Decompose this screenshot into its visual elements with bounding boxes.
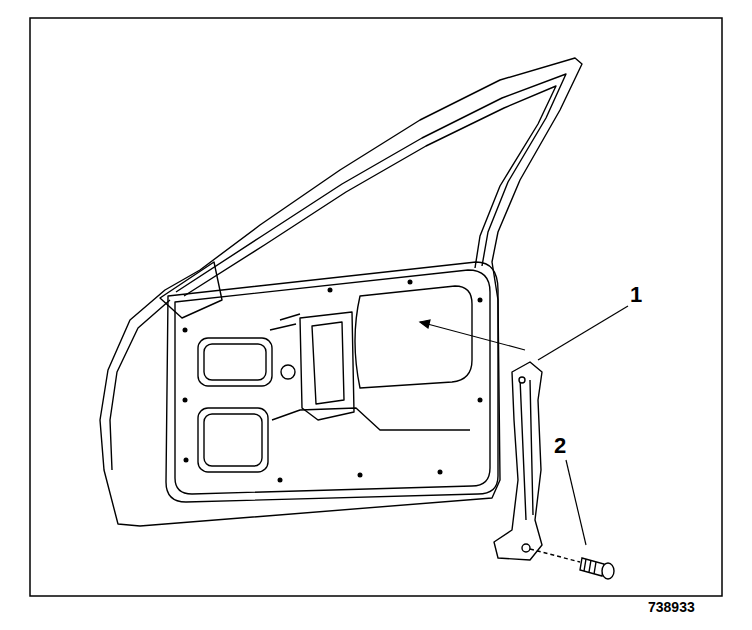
mirror-mount bbox=[160, 262, 222, 318]
frame-border bbox=[30, 18, 722, 596]
bracket bbox=[494, 362, 542, 560]
callout-number: 1 bbox=[630, 284, 642, 306]
bolt-shaft bbox=[580, 558, 604, 576]
hole bbox=[278, 478, 283, 483]
large-access-hole bbox=[355, 286, 472, 388]
window-frame-inner bbox=[184, 86, 556, 296]
hole bbox=[328, 288, 333, 293]
door-shell bbox=[100, 58, 582, 526]
callout-number: 2 bbox=[554, 435, 566, 457]
access-hole bbox=[198, 338, 272, 386]
leader-line bbox=[566, 460, 586, 545]
access-hole-rim bbox=[204, 344, 266, 380]
regulator-pivot bbox=[281, 365, 295, 379]
regulator-rail bbox=[312, 322, 344, 404]
bracket-rib bbox=[520, 378, 533, 520]
bolt-thread bbox=[584, 559, 596, 574]
bracket-body bbox=[494, 362, 542, 560]
door-outline bbox=[100, 58, 582, 526]
door-edge-line bbox=[110, 300, 170, 470]
hole bbox=[478, 398, 483, 403]
hole bbox=[183, 328, 188, 333]
access-hole bbox=[198, 408, 268, 472]
panel-stamping bbox=[272, 408, 470, 430]
hole bbox=[478, 298, 483, 303]
panel-holes bbox=[183, 280, 483, 483]
bolt bbox=[530, 549, 614, 579]
bolt-head bbox=[602, 563, 614, 579]
hole bbox=[408, 280, 413, 285]
hole bbox=[184, 458, 189, 463]
arrowhead bbox=[420, 320, 430, 328]
hole bbox=[183, 398, 188, 403]
window-regulator bbox=[300, 312, 354, 420]
panel-stamping bbox=[270, 314, 300, 330]
bolt-axis bbox=[530, 549, 580, 562]
inner-panel-flange bbox=[166, 262, 498, 502]
hole bbox=[358, 473, 363, 478]
leader-line bbox=[538, 306, 628, 360]
leader-lines bbox=[420, 306, 628, 545]
access-hole-rim bbox=[204, 414, 262, 466]
figure-number: 738933 bbox=[648, 600, 695, 614]
hole bbox=[438, 470, 443, 475]
inner-panel bbox=[175, 270, 490, 494]
bracket-hole bbox=[519, 377, 525, 383]
leader-line bbox=[420, 322, 525, 350]
bracket-hole bbox=[522, 544, 530, 552]
